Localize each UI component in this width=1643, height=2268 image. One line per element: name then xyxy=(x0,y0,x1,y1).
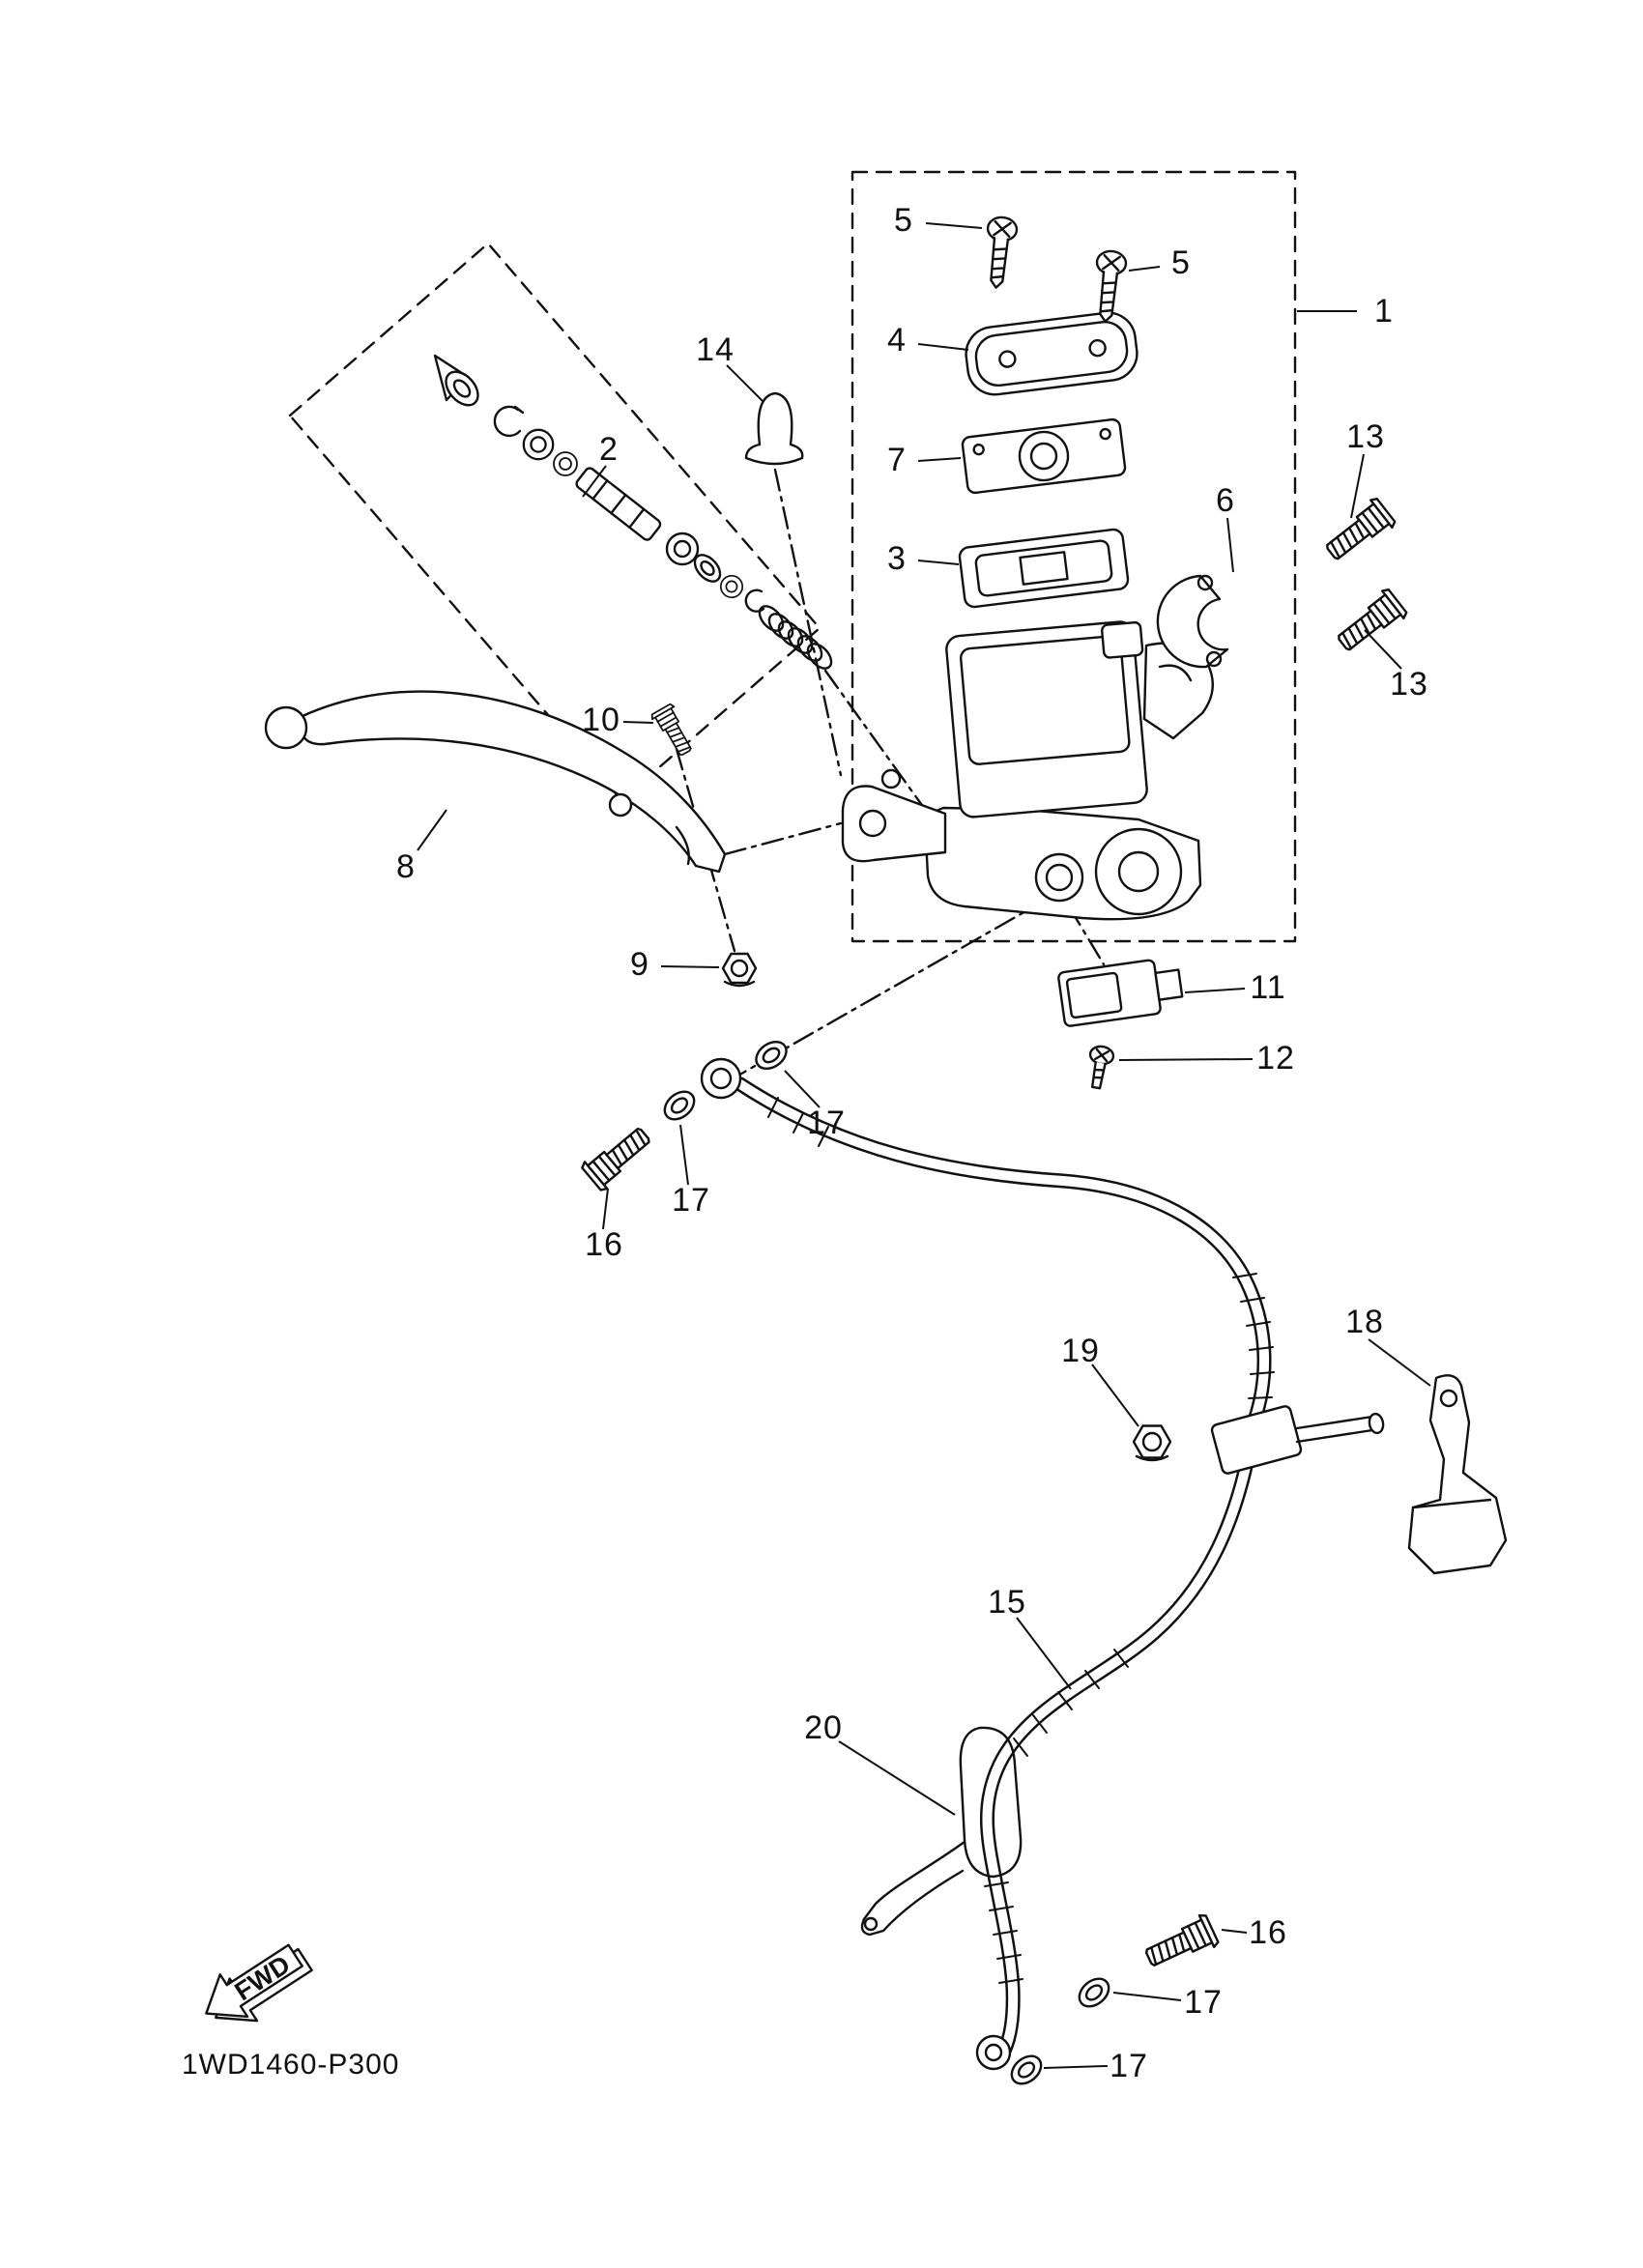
piston-kit-box xyxy=(288,242,822,802)
hose-bracket xyxy=(1407,1374,1508,1575)
leader-line-10 xyxy=(622,721,654,724)
leader-line-16 xyxy=(602,1188,609,1230)
fitting-pin xyxy=(1295,1412,1385,1444)
callout-10: 10 xyxy=(582,702,620,738)
banjo-bolt xyxy=(1139,1911,1221,1975)
callout-3: 3 xyxy=(887,540,907,577)
brake-switch xyxy=(1057,959,1184,1027)
callout-13: 13 xyxy=(1390,666,1428,703)
hose-eye xyxy=(700,1057,742,1100)
leader-line-18 xyxy=(1368,1338,1431,1387)
callout-17: 17 xyxy=(807,1105,846,1141)
callout-20: 20 xyxy=(804,1709,843,1746)
leader-line-15 xyxy=(1016,1617,1072,1690)
leader-line-11 xyxy=(1184,988,1246,993)
diaphragm xyxy=(958,528,1130,609)
leader-line-17 xyxy=(784,1070,821,1108)
callout-1: 1 xyxy=(1374,293,1394,330)
leader-line-13 xyxy=(1350,453,1365,519)
boot xyxy=(744,391,804,466)
callout-5: 5 xyxy=(1171,244,1191,281)
lever-knuckle xyxy=(841,785,947,863)
callout-9: 9 xyxy=(630,946,649,983)
brake-hose xyxy=(733,1077,1275,2056)
switch-screw xyxy=(1088,1045,1115,1090)
callout-13: 13 xyxy=(1346,418,1385,455)
leader-line-7 xyxy=(917,457,962,462)
hose-guide xyxy=(860,1726,1023,1937)
leader-line-5 xyxy=(925,222,983,229)
leader-line-5 xyxy=(1128,266,1161,272)
callout-2: 2 xyxy=(599,431,619,468)
leader-line-20 xyxy=(838,1740,956,1816)
banjo-bolt xyxy=(579,1119,657,1193)
pivot-nut xyxy=(721,952,758,988)
callout-17: 17 xyxy=(1184,1984,1223,2021)
callout-12: 12 xyxy=(1256,1040,1295,1077)
leader-line-17 xyxy=(1043,2065,1109,2069)
reservoir xyxy=(945,620,1148,818)
hose-fitting xyxy=(1210,1405,1303,1475)
leader-line-17 xyxy=(1112,1992,1182,2001)
brake-lever xyxy=(264,690,727,874)
clamp-holder xyxy=(1156,574,1229,669)
callout-4: 4 xyxy=(887,322,907,359)
assembly-box-1 xyxy=(850,170,1297,943)
leader-line-19 xyxy=(1091,1364,1139,1427)
fwd-arrow: FWD xyxy=(205,1943,313,2023)
reservoir-cap xyxy=(965,311,1139,396)
leader-line-3 xyxy=(917,560,960,565)
piston-kit xyxy=(433,354,833,670)
callout-8: 8 xyxy=(396,848,416,885)
hose-braid-ticks xyxy=(767,1097,1275,1984)
callout-17: 17 xyxy=(672,1182,710,1219)
callout-5: 5 xyxy=(894,202,913,239)
leader-lines xyxy=(417,222,1431,2069)
callout-19: 19 xyxy=(1061,1333,1100,1369)
callout-15: 15 xyxy=(988,1584,1026,1621)
clamp-bolt xyxy=(1318,495,1398,568)
cap-screw xyxy=(980,215,1020,291)
sealing-washer xyxy=(755,1040,788,1071)
cap-screw xyxy=(1089,248,1129,325)
callout-18: 18 xyxy=(1345,1304,1384,1340)
callout-16: 16 xyxy=(1249,1914,1287,1951)
hose-eye xyxy=(975,2034,1012,2071)
leader-line-6 xyxy=(1226,517,1234,573)
clamp-bolt xyxy=(1330,586,1410,659)
leader-line-2 xyxy=(582,465,607,498)
callout-6: 6 xyxy=(1216,482,1235,519)
callout-16: 16 xyxy=(585,1226,623,1263)
callout-11: 11 xyxy=(1250,969,1286,1006)
diagram-code: 1WD1460-P300 xyxy=(182,2049,400,2081)
leader-line-4 xyxy=(917,343,969,351)
leader-line-8 xyxy=(417,809,447,851)
leader-line-9 xyxy=(660,965,720,968)
callout-7: 7 xyxy=(887,442,907,478)
flange-nut xyxy=(1132,1424,1172,1462)
callout-14: 14 xyxy=(696,331,735,368)
callout-17: 17 xyxy=(1110,2048,1148,2084)
leader-line-14 xyxy=(726,364,764,403)
lever-pivot-bolt xyxy=(649,702,699,761)
sealing-washer xyxy=(1010,2054,1043,2085)
master-cylinder-body xyxy=(841,620,1214,921)
sealing-washer xyxy=(663,1090,696,1121)
leader-line-16 xyxy=(1221,1929,1248,1934)
diaphragm-plate xyxy=(961,417,1127,495)
leader-line-17 xyxy=(679,1124,689,1186)
leader-line-12 xyxy=(1118,1058,1254,1061)
sealing-washer xyxy=(1078,1977,1110,2008)
leader-line-13 xyxy=(1364,629,1402,670)
